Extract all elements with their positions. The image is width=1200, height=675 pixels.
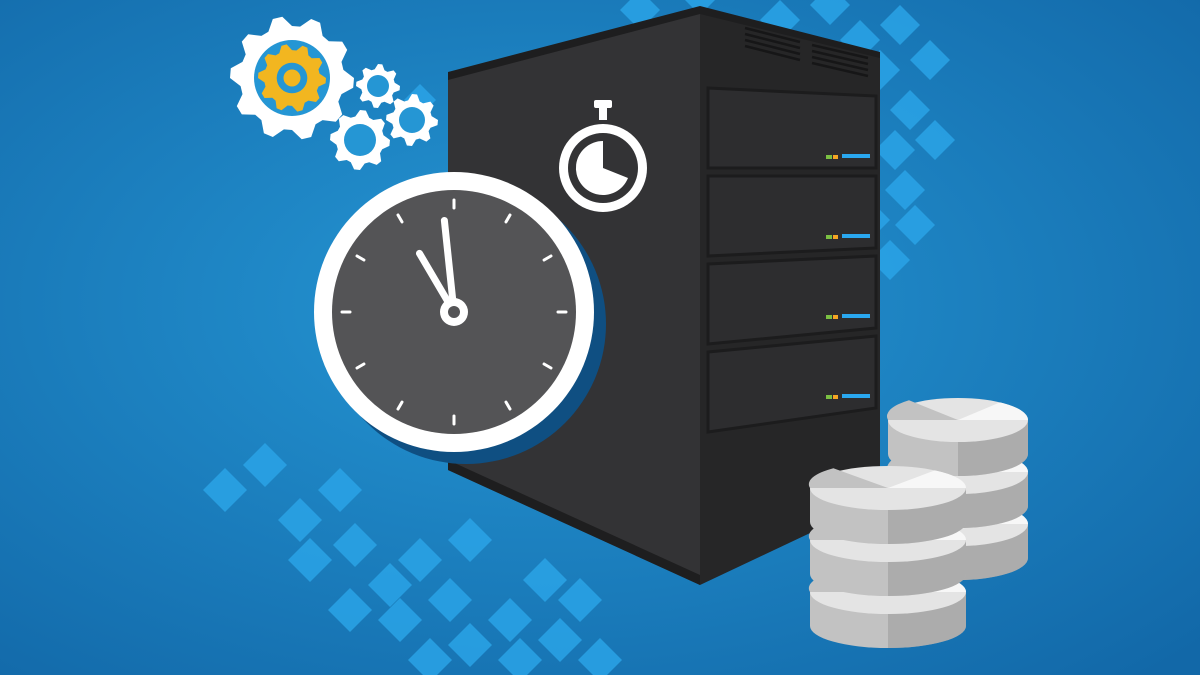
wall-clock-icon <box>314 172 606 464</box>
diamond-tile <box>408 638 452 675</box>
diamond-tile <box>243 443 287 487</box>
diamond-tile <box>880 5 920 45</box>
diamond-tile <box>895 205 935 245</box>
diamond-tile <box>578 638 622 675</box>
diamond-tile <box>558 578 602 622</box>
server-vents <box>744 26 869 78</box>
database-stack <box>808 466 966 648</box>
server-drawers <box>706 86 878 434</box>
diamond-tile <box>333 523 377 567</box>
diamond-tile <box>328 588 372 632</box>
diamond-tile <box>448 623 492 667</box>
clock-minute-hand <box>440 217 458 316</box>
server-drawer <box>706 174 878 258</box>
diamond-tile <box>910 40 950 80</box>
diamond-tile <box>810 0 850 25</box>
diamond-tile <box>620 0 660 30</box>
diamond-tile <box>368 563 412 607</box>
server-drawer <box>706 254 878 346</box>
server-drawer <box>706 334 878 434</box>
diamond-tile <box>890 90 930 130</box>
diamond-tile <box>885 170 925 210</box>
diamond-tile <box>318 468 362 512</box>
server-base <box>448 460 700 585</box>
diamond-tile <box>523 558 567 602</box>
diamond-tile <box>538 618 582 662</box>
gears-icon <box>230 16 438 170</box>
clock-ticks <box>340 198 568 426</box>
server-drawer <box>706 86 878 170</box>
diamond-tile <box>278 498 322 542</box>
diamond-tile <box>288 538 332 582</box>
diamond-tile <box>488 598 532 642</box>
diamond-tile <box>498 638 542 675</box>
clock-hub-center <box>448 306 460 318</box>
diamond-tile <box>448 518 492 562</box>
diamond-tile <box>875 130 915 170</box>
database-icon <box>808 398 1028 648</box>
diamond-tile <box>398 538 442 582</box>
diamond-tile <box>915 120 955 160</box>
diamond-tile <box>428 578 472 622</box>
stopwatch-icon <box>559 100 647 212</box>
diamond-tile <box>203 468 247 512</box>
diamond-tile <box>378 598 422 642</box>
